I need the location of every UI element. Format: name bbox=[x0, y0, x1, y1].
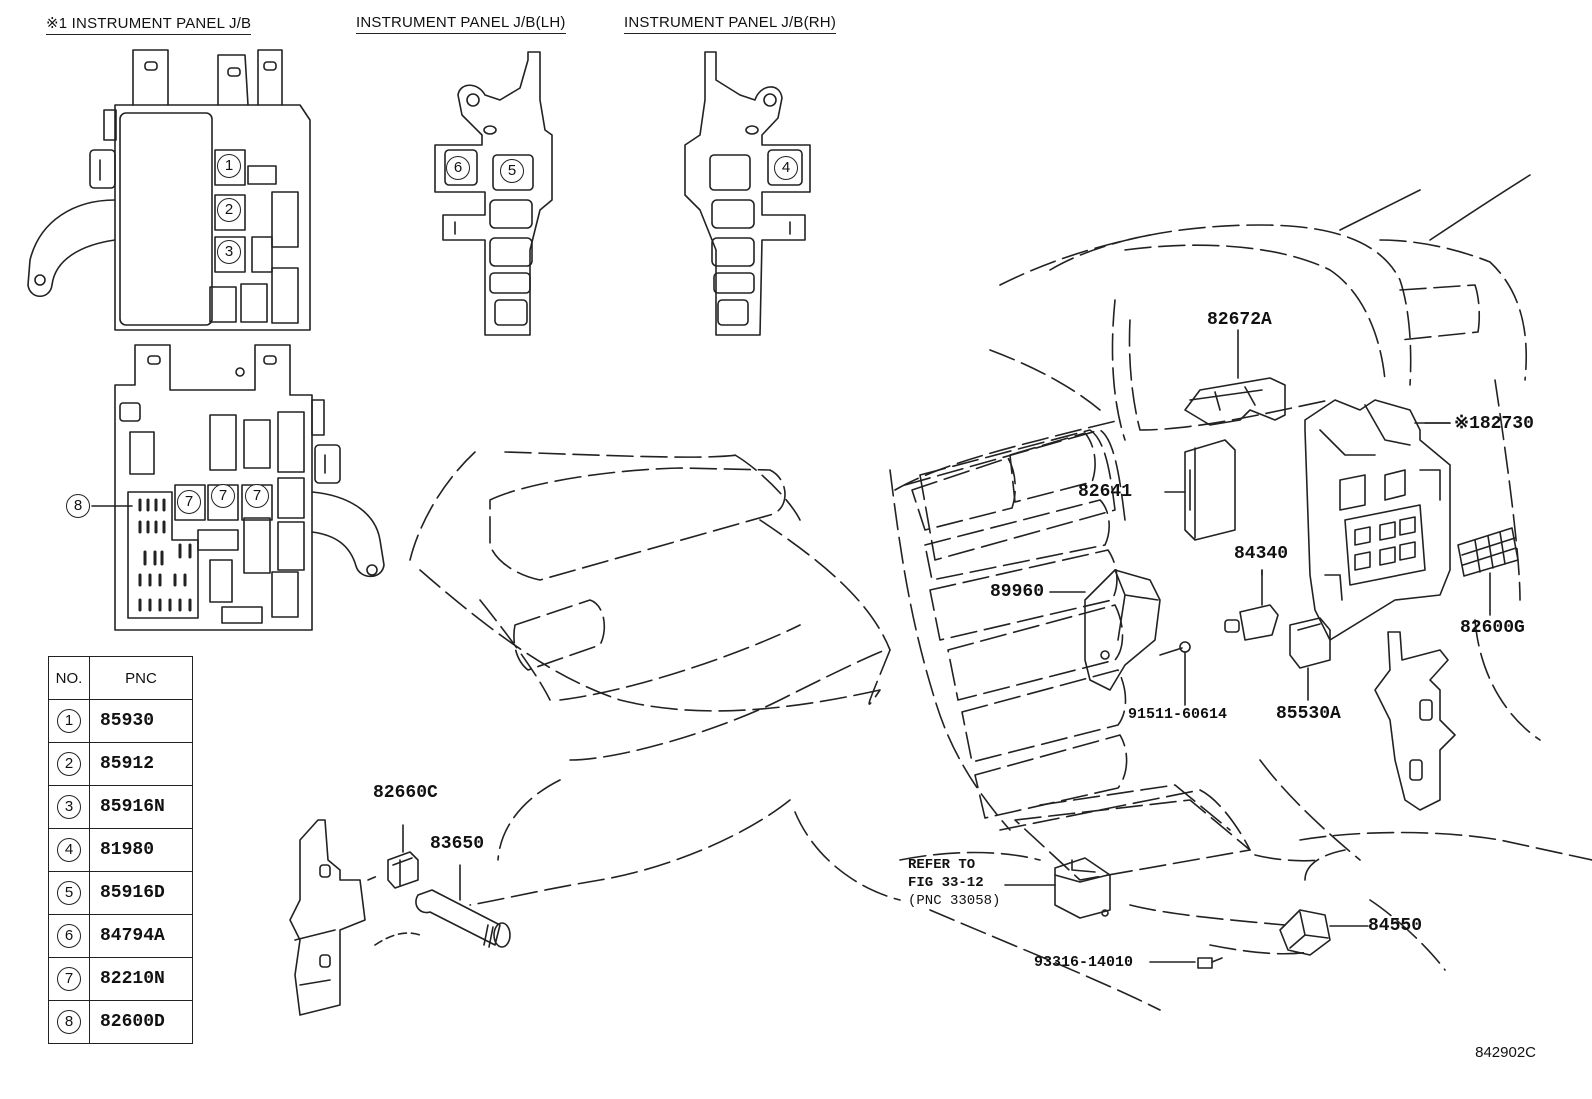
label-82730: ※182730 bbox=[1454, 414, 1534, 434]
figure-code: 842902C bbox=[1475, 1044, 1536, 1061]
table-row: 8 82600D bbox=[48, 1000, 193, 1044]
label-93316-14010: 93316-14010 bbox=[1034, 954, 1134, 971]
refer-line-2: FIG 33-12 bbox=[908, 875, 984, 891]
dashboard-solid-lines bbox=[1339, 174, 1531, 241]
jb-rh-view bbox=[684, 51, 811, 336]
callout-6: 6 bbox=[446, 156, 470, 180]
jb-bottom-view bbox=[91, 344, 385, 631]
label-82600G: 82600G bbox=[1460, 618, 1525, 638]
callout-3: 3 bbox=[217, 240, 241, 264]
table-row: 5 85916D bbox=[48, 871, 193, 915]
row-pnc: 82210N bbox=[89, 957, 193, 1001]
part-93316-14010 bbox=[1149, 957, 1223, 969]
callout-5: 5 bbox=[500, 159, 524, 183]
part-84550 bbox=[1279, 909, 1369, 956]
table-row: 2 85912 bbox=[48, 742, 193, 786]
leader-lines bbox=[1261, 422, 1451, 576]
table-row: 7 82210N bbox=[48, 957, 193, 1001]
callout-7b: 7 bbox=[211, 484, 235, 508]
right-bracket bbox=[1374, 631, 1456, 811]
row-pnc: 85930 bbox=[89, 699, 193, 743]
part-33058 bbox=[1004, 857, 1111, 919]
callout-8: 8 bbox=[66, 494, 90, 518]
part-83650 bbox=[415, 864, 511, 948]
table-row: 3 85916N bbox=[48, 785, 193, 829]
part-85530A bbox=[1289, 617, 1331, 701]
label-89960: 89960 bbox=[990, 582, 1045, 602]
table-header-row: NO. PNC bbox=[48, 656, 193, 700]
row-pnc: 82600D bbox=[89, 1000, 193, 1044]
pnc-table: NO. PNC 1 85930 2 85912 3 85916N 4 81980… bbox=[48, 656, 193, 1044]
label-82660C: 82660C bbox=[373, 783, 438, 803]
callout-2: 2 bbox=[217, 198, 241, 222]
dashboard-outline bbox=[409, 224, 1592, 1011]
callout-7a: 7 bbox=[177, 490, 201, 514]
row-no: 5 bbox=[57, 881, 81, 905]
part-82600G bbox=[1457, 527, 1519, 616]
refer-note: REFER TO FIG 33-12 (PNC 33058) bbox=[908, 856, 1000, 910]
label-84550: 84550 bbox=[1368, 916, 1423, 936]
row-pnc: 85916N bbox=[89, 785, 193, 829]
part-82730 bbox=[1304, 399, 1451, 641]
header-instrument-panel-jb: ※1 INSTRUMENT PANEL J/B bbox=[46, 14, 252, 35]
header-instrument-panel-jb-lh: INSTRUMENT PANEL J/B(LH) bbox=[356, 14, 566, 34]
label-82672A: 82672A bbox=[1207, 310, 1272, 330]
row-pnc: 81980 bbox=[89, 828, 193, 872]
callout-1: 1 bbox=[217, 154, 241, 178]
row-pnc: 84794A bbox=[89, 914, 193, 958]
row-no: 2 bbox=[57, 752, 81, 776]
part-89960 bbox=[1049, 569, 1161, 691]
part-84340 bbox=[1224, 569, 1279, 641]
left-bracket bbox=[289, 819, 421, 1016]
refer-line-1: REFER TO bbox=[908, 857, 976, 873]
table-row: 6 84794A bbox=[48, 914, 193, 958]
row-no: 8 bbox=[57, 1010, 81, 1034]
row-pnc: 85916D bbox=[89, 871, 193, 915]
jb-top-view bbox=[27, 49, 311, 331]
row-no: 7 bbox=[57, 967, 81, 991]
part-82641 bbox=[1164, 439, 1236, 541]
header-pnc: PNC bbox=[89, 656, 193, 700]
row-no: 4 bbox=[57, 838, 81, 862]
part-82660C bbox=[387, 824, 419, 889]
callout-7c: 7 bbox=[245, 484, 269, 508]
part-82672A bbox=[1184, 329, 1286, 426]
label-91511-60614: 91511-60614 bbox=[1128, 706, 1228, 723]
row-no: 1 bbox=[57, 709, 81, 733]
label-85530A: 85530A bbox=[1276, 704, 1341, 724]
header-instrument-panel-jb-rh: INSTRUMENT PANEL J/B(RH) bbox=[624, 14, 837, 34]
callout-4: 4 bbox=[774, 156, 798, 180]
part-91511-60614 bbox=[1159, 641, 1191, 706]
label-83650: 83650 bbox=[430, 834, 485, 854]
row-no: 3 bbox=[57, 795, 81, 819]
refer-line-3: (PNC 33058) bbox=[908, 893, 1001, 909]
label-84340: 84340 bbox=[1234, 544, 1289, 564]
jb-lh-view bbox=[434, 51, 553, 336]
table-row: 1 85930 bbox=[48, 699, 193, 743]
label-82641: 82641 bbox=[1078, 482, 1133, 502]
row-no: 6 bbox=[57, 924, 81, 948]
table-row: 4 81980 bbox=[48, 828, 193, 872]
header-no: NO. bbox=[48, 656, 90, 700]
row-pnc: 85912 bbox=[89, 742, 193, 786]
